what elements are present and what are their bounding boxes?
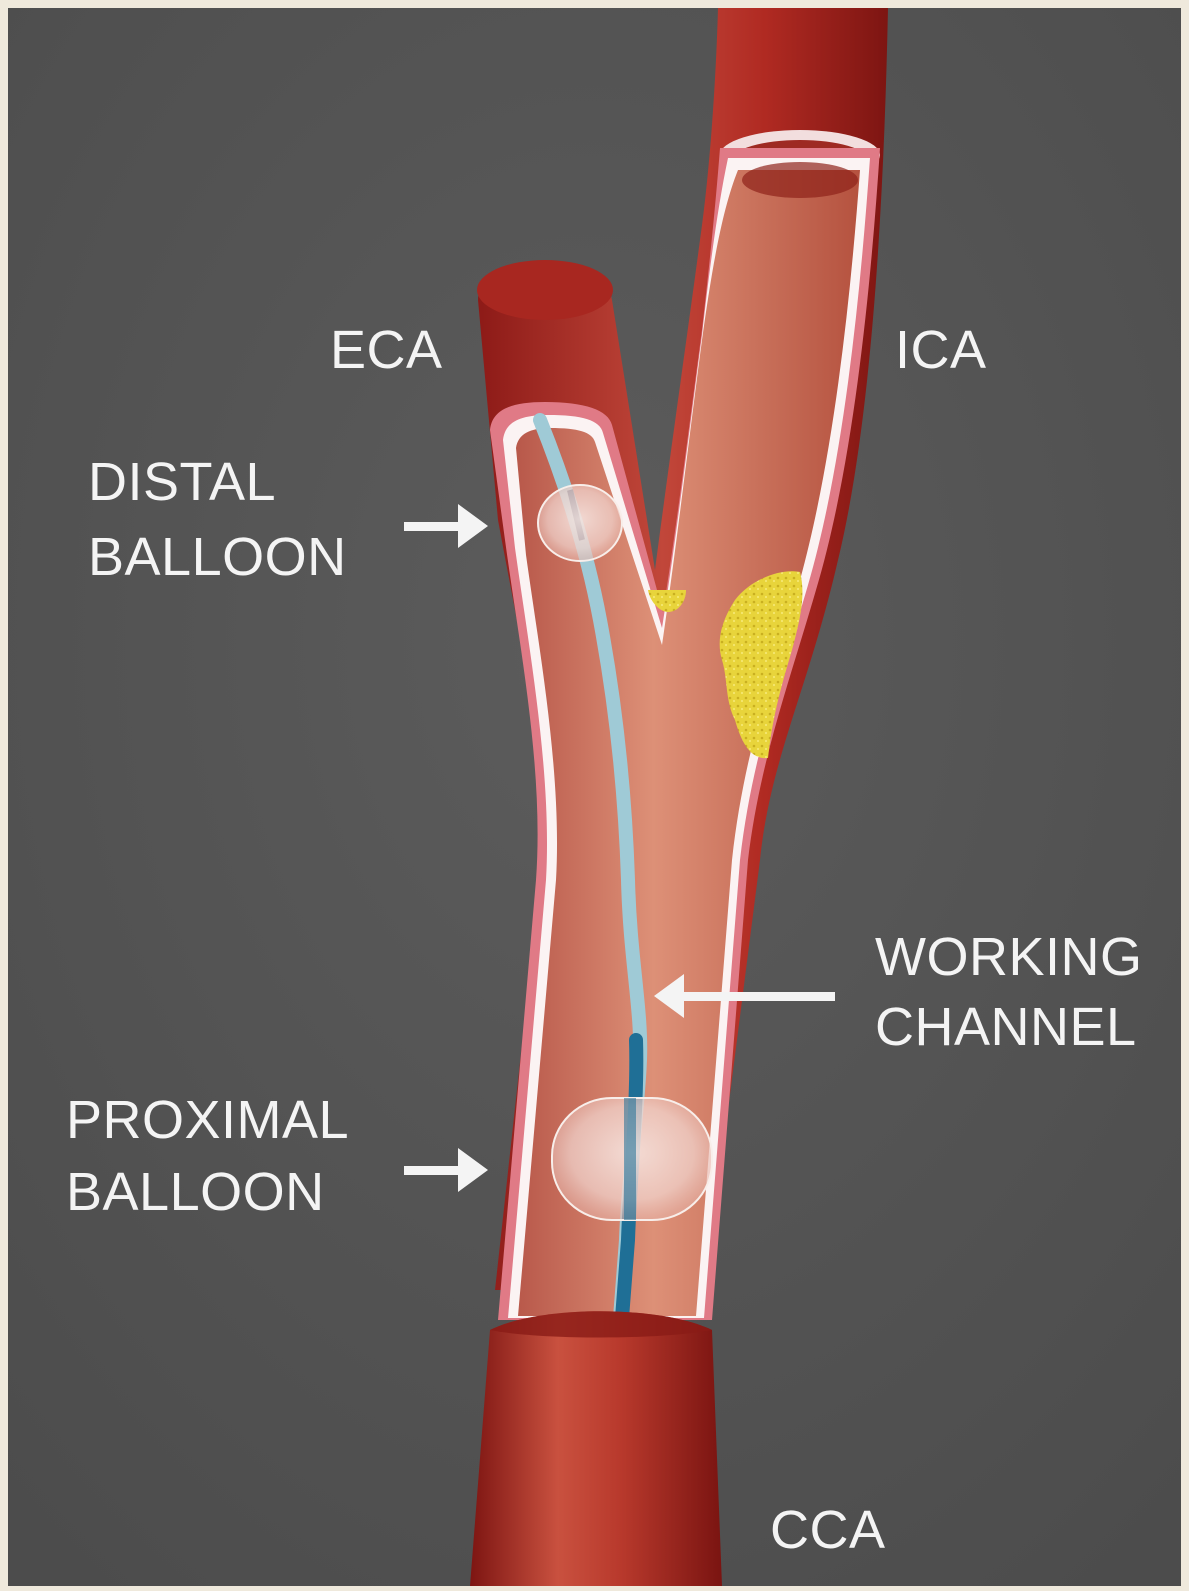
ica-label: ICA xyxy=(895,320,987,380)
eca-label: ECA xyxy=(330,320,443,380)
distal-balloon xyxy=(538,485,622,561)
proximal-balloon-label-line1: PROXIMAL xyxy=(66,1090,349,1150)
cca-label: CCA xyxy=(770,1500,886,1560)
cca-trunk xyxy=(470,1311,722,1586)
working-channel-label-line1: WORKING xyxy=(875,927,1143,987)
distal-balloon-label-line2: BALLOON xyxy=(88,527,347,587)
working-channel-label-line2: CHANNEL xyxy=(875,997,1137,1057)
distal-balloon-label-line1: DISTAL xyxy=(88,452,276,512)
proximal-balloon-label-line2: BALLOON xyxy=(66,1162,325,1222)
eca-top-cap xyxy=(477,260,613,320)
ica-lumen-shadow xyxy=(742,162,858,198)
